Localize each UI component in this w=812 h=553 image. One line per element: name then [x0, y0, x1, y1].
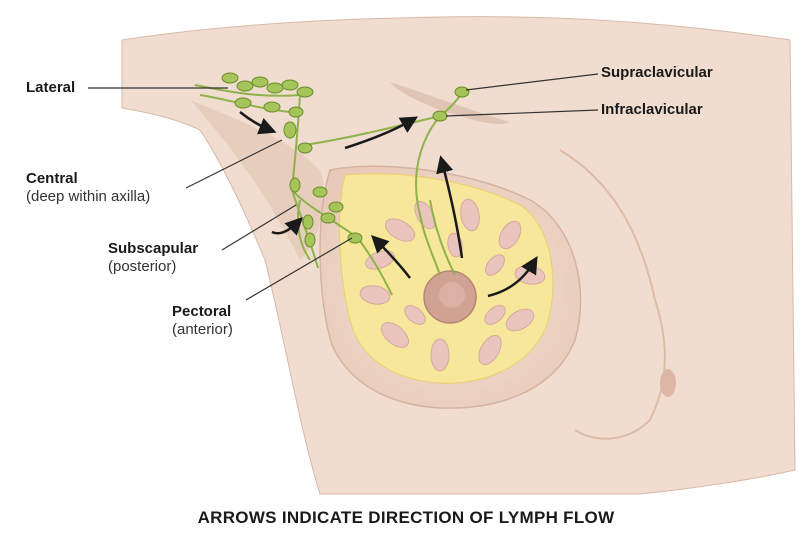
label-infraclavicular: Infraclavicular — [601, 101, 703, 119]
flow-arrows — [239, 111, 538, 298]
flow-arrow-medial — [487, 255, 538, 298]
nipple — [439, 282, 465, 308]
label-lateral: Lateral — [26, 79, 75, 97]
clavicle-shadow — [390, 82, 510, 125]
label-supraclavicular: Supraclavicular — [601, 64, 713, 82]
right-nipple — [660, 369, 676, 397]
label-infraclavicular-title: Infraclavicular — [601, 101, 703, 118]
leader-lines — [88, 73, 599, 301]
right-breast-contour — [559, 149, 666, 440]
label-central: Central (deep within axilla) — [26, 170, 150, 206]
label-subscapular: Subscapular (posterior) — [108, 240, 198, 276]
flow-arrow-upward — [436, 155, 464, 259]
label-central-title: Central — [26, 170, 78, 187]
label-pectoral: Pectoral (anterior) — [172, 303, 233, 339]
flow-arrow-lateral — [239, 111, 277, 135]
label-supraclavicular-title: Supraclavicular — [601, 64, 713, 81]
flow-arrow-subscapular — [271, 217, 303, 236]
label-lateral-title: Lateral — [26, 79, 76, 96]
label-subscapular-sub: (posterior) — [108, 258, 177, 275]
label-subscapular-title: Subscapular — [108, 240, 199, 257]
flow-arrow-pectoral — [371, 235, 411, 279]
lobules — [359, 198, 546, 372]
label-central-sub: (deep within axilla) — [26, 188, 151, 205]
flow-arrow-infraclavicular — [344, 116, 419, 150]
label-pectoral-sub: (anterior) — [172, 321, 233, 338]
label-pectoral-title: Pectoral — [172, 303, 232, 320]
figure-caption: ARROWS INDICATE DIRECTION OF LYMPH FLOW — [197, 508, 615, 527]
lymph-nodes — [221, 72, 470, 248]
